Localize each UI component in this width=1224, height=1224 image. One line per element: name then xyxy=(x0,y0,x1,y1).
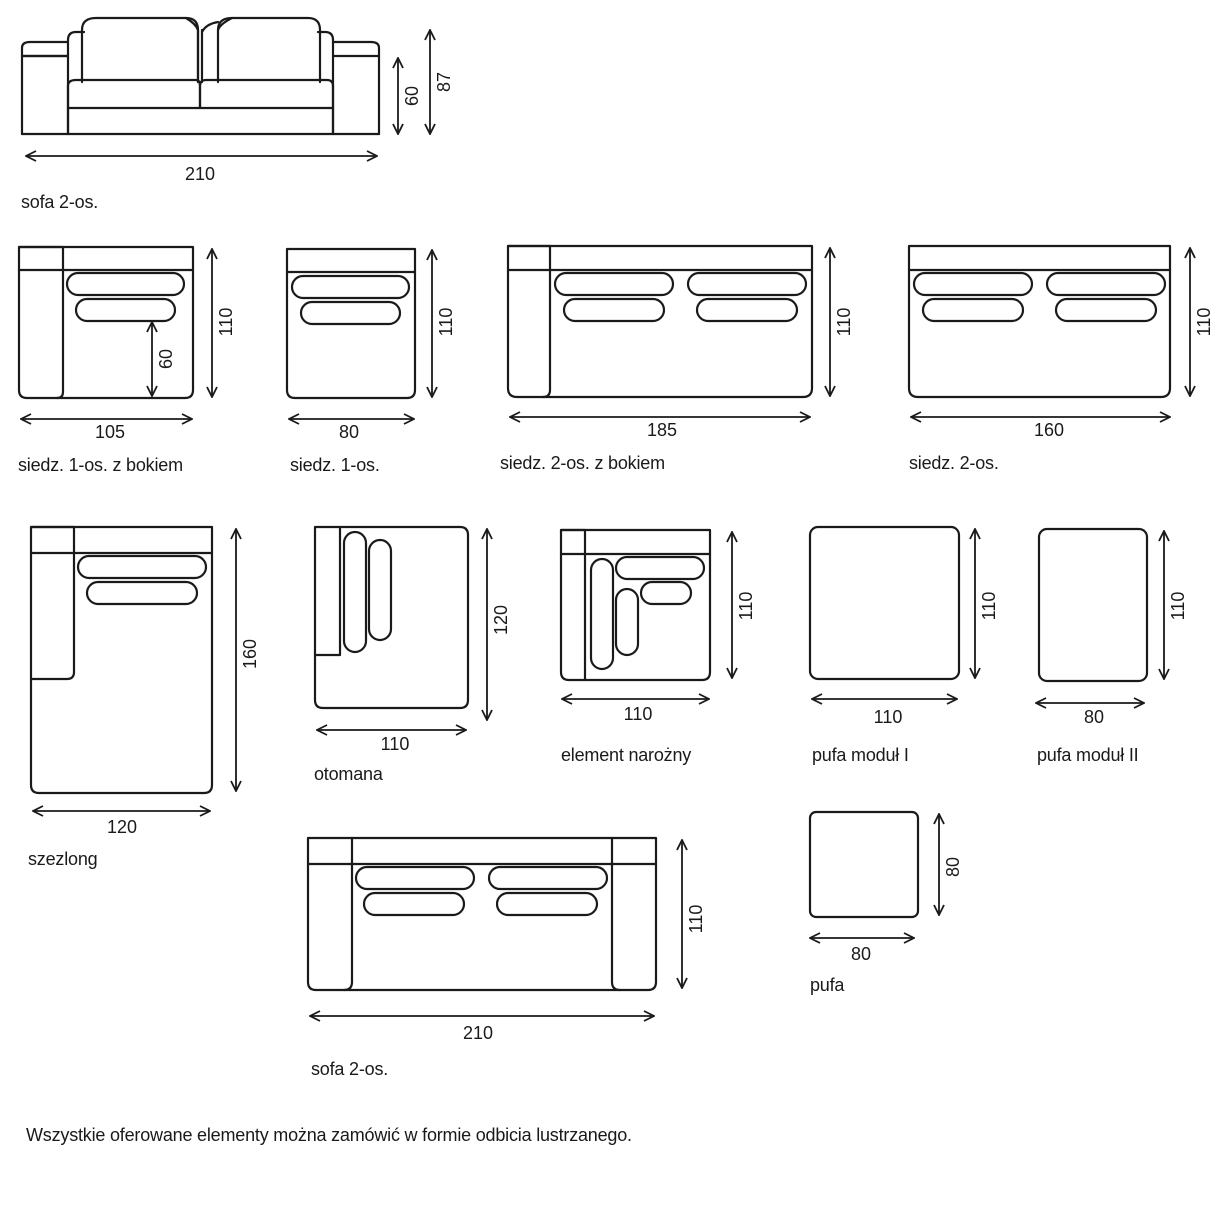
total-height-label: 87 xyxy=(434,72,454,92)
m1-inner-label: 60 xyxy=(156,349,176,369)
m2-width-label: 80 xyxy=(339,422,359,442)
caption-m6: otomana xyxy=(314,764,383,784)
module-seat-2 xyxy=(907,244,1172,399)
module-sofa-2-plan xyxy=(306,836,658,992)
caption-m9: pufa moduł II xyxy=(1037,745,1139,765)
module-seat-1 xyxy=(285,247,417,400)
m9-width-label: 80 xyxy=(1084,707,1104,727)
m7-depth-label: 110 xyxy=(736,592,756,621)
seat-height-label: 60 xyxy=(402,86,422,106)
module-pouf-1 xyxy=(808,525,961,681)
m7-width-label: 110 xyxy=(624,704,653,724)
m1-width-label: 105 xyxy=(95,422,125,442)
m6-depth-label: 120 xyxy=(491,605,511,635)
m2-depth-label: 110 xyxy=(436,308,456,337)
m3-width-label: 185 xyxy=(647,420,677,440)
m10-depth-label: 110 xyxy=(686,905,706,934)
caption-m11: pufa xyxy=(810,975,845,995)
m5-depth-label: 160 xyxy=(240,639,260,669)
caption-m8: pufa moduł I xyxy=(812,745,909,765)
caption-m10: sofa 2-os. xyxy=(311,1059,389,1079)
module-pouf-2 xyxy=(1037,527,1149,683)
module-corner xyxy=(559,528,712,682)
caption-m5: szezlong xyxy=(28,849,98,869)
module-seat-2-with-arm xyxy=(506,244,814,399)
module-chaise-longue xyxy=(29,525,214,795)
caption-m7: element narożny xyxy=(561,745,692,765)
caption-front-view: sofa 2-os. xyxy=(21,192,99,212)
caption-m2: siedz. 1-os. xyxy=(290,455,380,475)
m11-width-label: 80 xyxy=(851,944,871,964)
caption-m4: siedz. 2-os. xyxy=(909,453,999,473)
m4-width-label: 160 xyxy=(1034,420,1064,440)
m10-width-label: 210 xyxy=(463,1023,493,1043)
m9-depth-label: 110 xyxy=(1168,592,1188,621)
module-ottoman xyxy=(313,525,470,710)
module-seat-1-with-arm xyxy=(17,245,195,400)
m4-depth-label: 110 xyxy=(1194,308,1214,337)
m8-width-label: 110 xyxy=(874,707,903,727)
module-pouf xyxy=(808,810,920,919)
m3-depth-label: 110 xyxy=(834,308,854,337)
caption-m3: siedz. 2-os. z bokiem xyxy=(500,453,665,473)
m8-depth-label: 110 xyxy=(979,592,999,621)
front-width-label: 210 xyxy=(185,164,215,184)
caption-m1: siedz. 1-os. z bokiem xyxy=(18,455,183,475)
m6-width-label: 110 xyxy=(381,734,410,754)
m1-depth-label: 110 xyxy=(216,308,236,337)
m11-depth-label: 80 xyxy=(943,857,963,877)
m5-width-label: 120 xyxy=(107,817,137,837)
front-view-sofa xyxy=(20,16,381,136)
footnote: Wszystkie oferowane elementy można zamów… xyxy=(26,1125,632,1145)
